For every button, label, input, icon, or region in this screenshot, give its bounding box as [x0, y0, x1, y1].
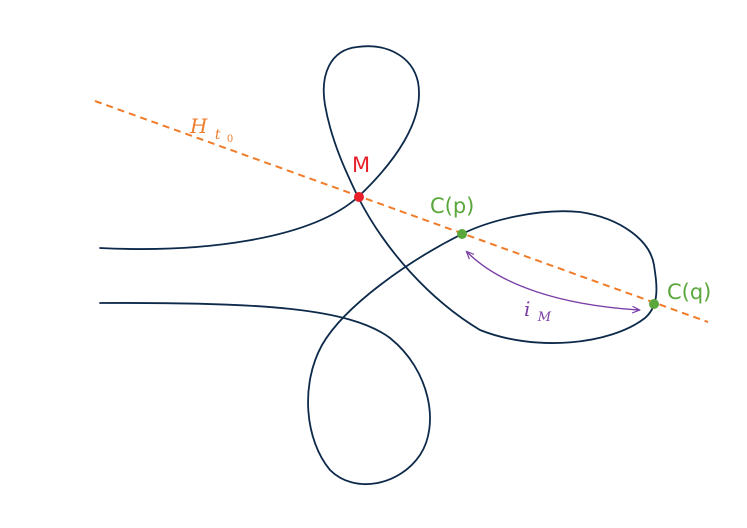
arc-label: i M [524, 297, 552, 325]
point-M-label: M [352, 153, 370, 177]
hyperplane-label: H t 0 [189, 114, 233, 145]
point-p [457, 229, 467, 239]
point-p-label: C(p) [430, 194, 474, 218]
point-M [354, 192, 364, 202]
point-q [649, 299, 659, 309]
hyperplane-line [94, 100, 709, 323]
point-q-label: C(q) [667, 280, 711, 304]
curve-path [99, 45, 658, 486]
arc-iM [467, 252, 639, 310]
